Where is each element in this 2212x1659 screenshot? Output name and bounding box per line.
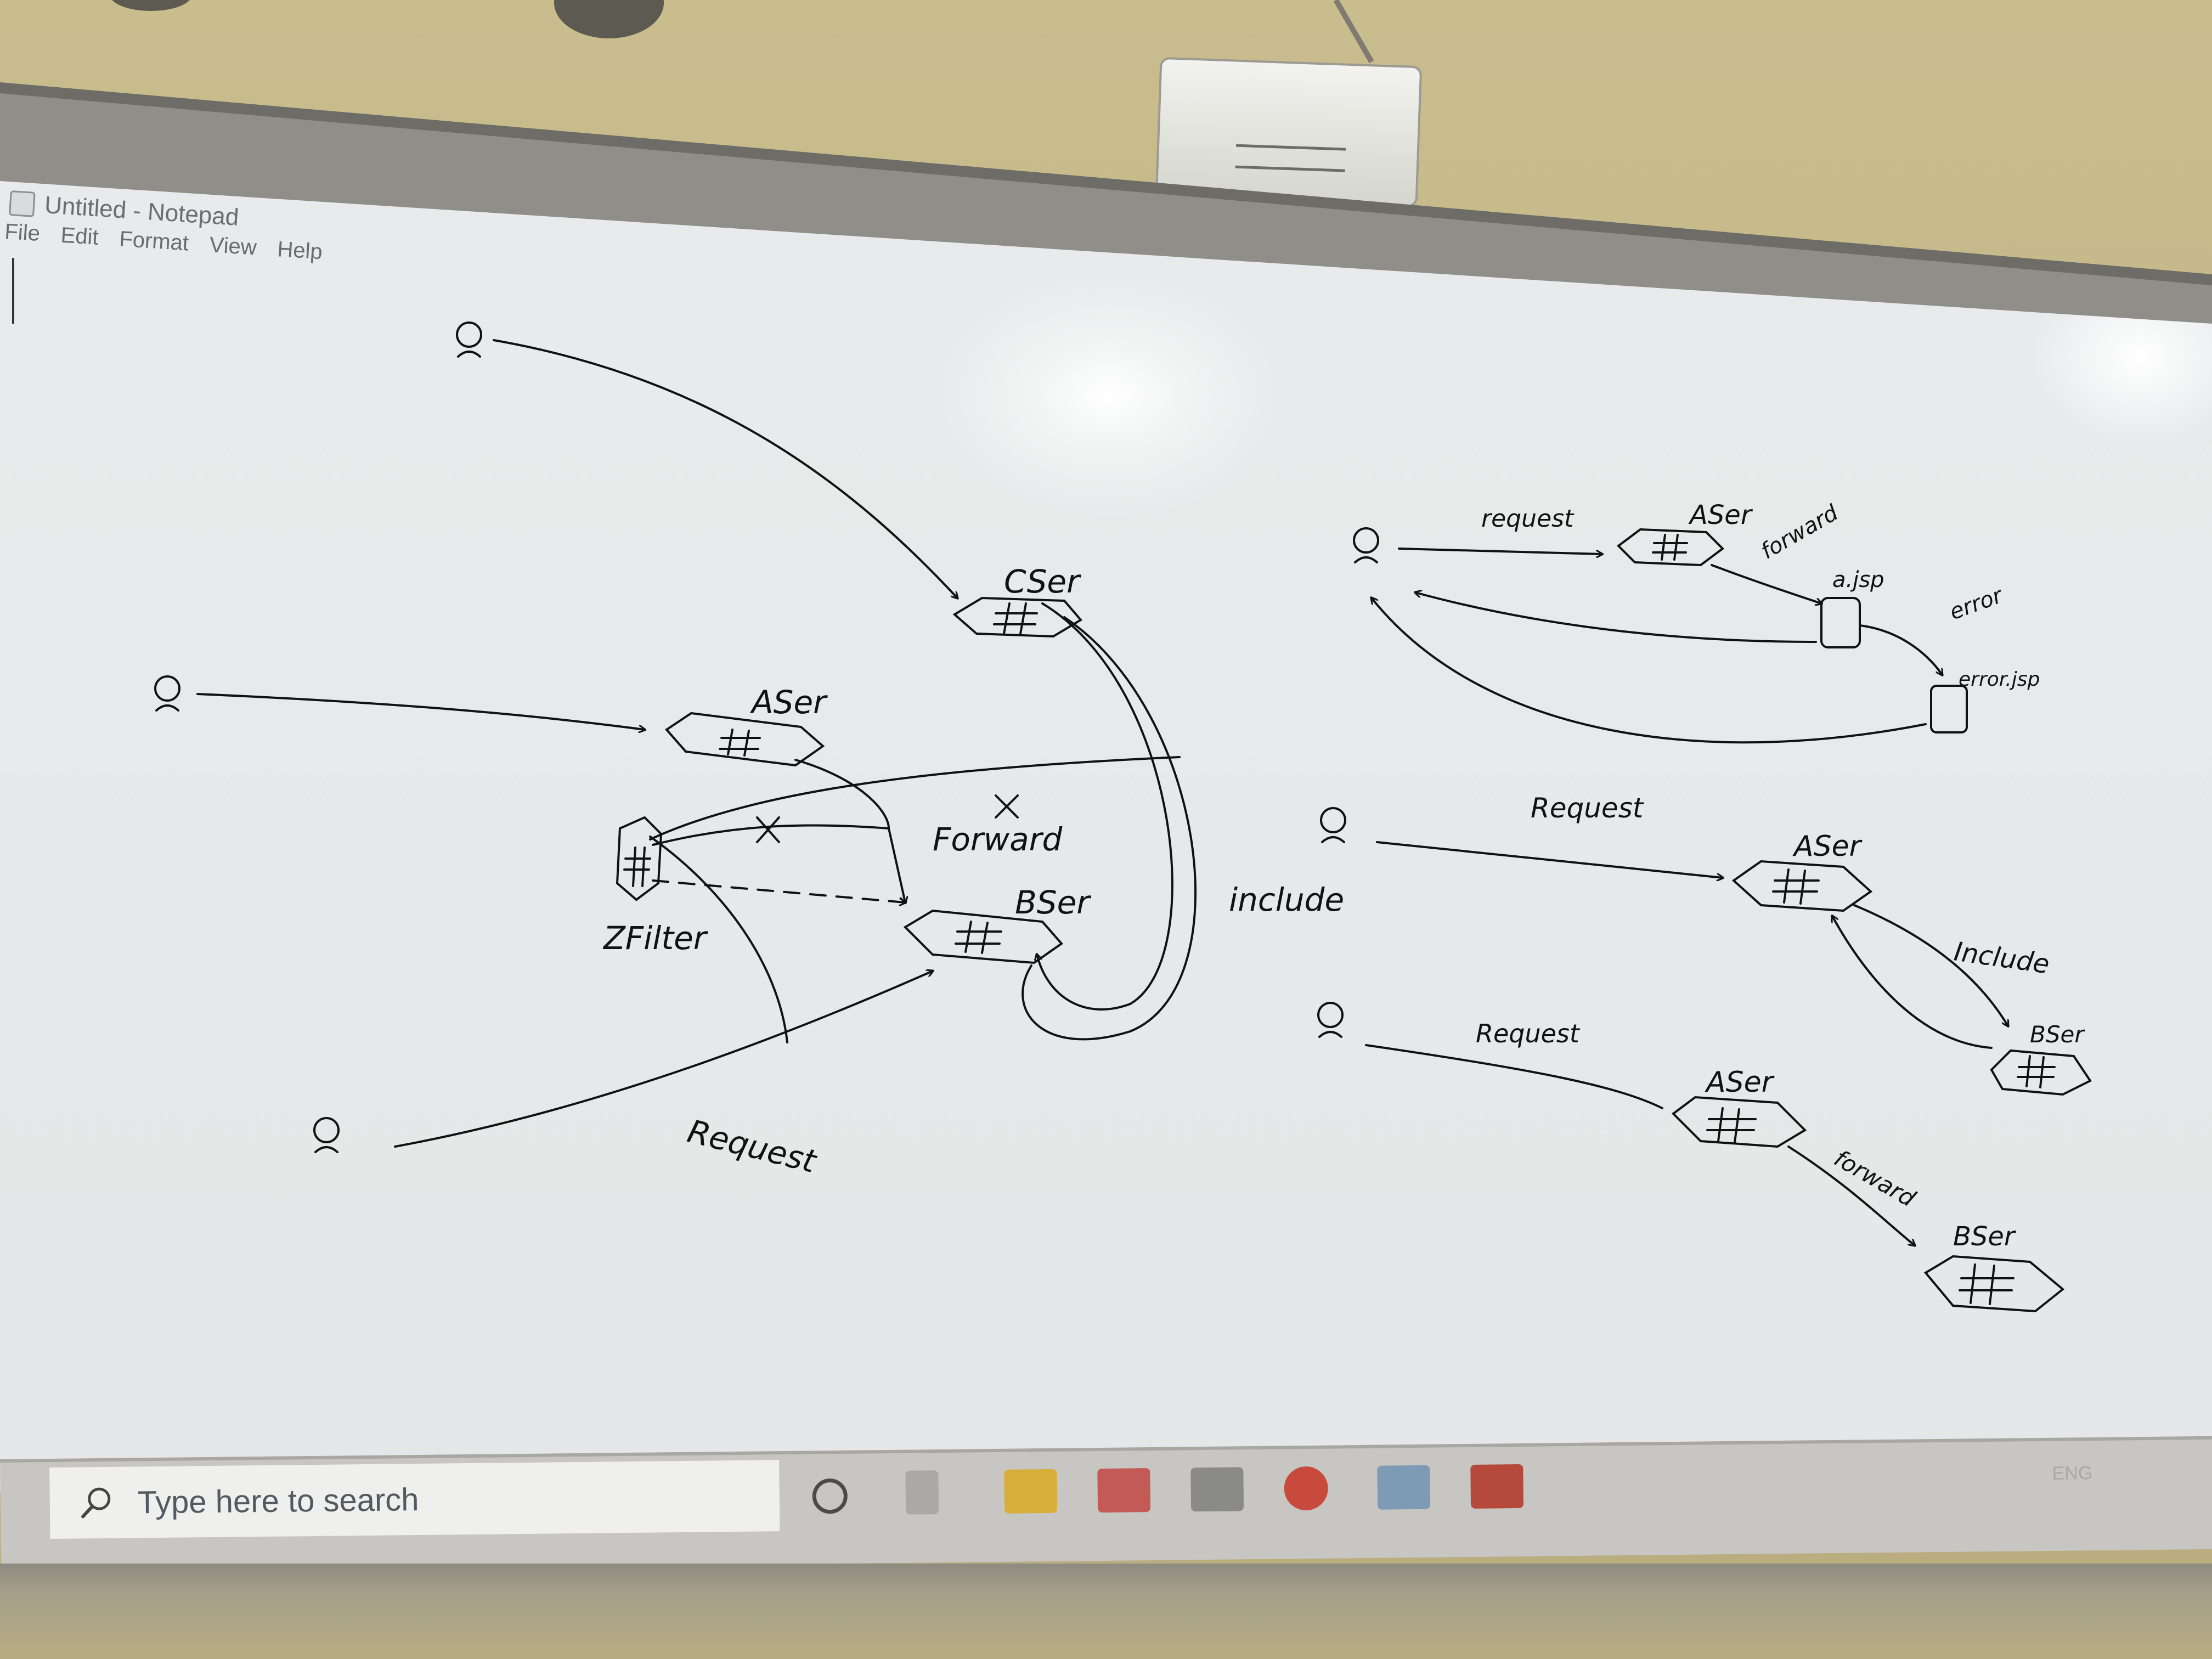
chrome-icon[interactable] [1284,1466,1329,1511]
user-icon [313,1117,340,1153]
tray-language[interactable]: ENG [2052,1463,2093,1484]
cortana-icon[interactable] [812,1478,848,1514]
search-placeholder: Type here to search [137,1481,419,1520]
cser-servlet-icon [952,596,1083,638]
file-explorer-icon[interactable] [1004,1469,1058,1514]
user-icon [456,321,482,358]
label-bser: BSer [2030,1021,2085,1048]
label-forward: forward [1757,500,1843,564]
search-box[interactable]: Type here to search [49,1460,780,1539]
user-icon [1320,807,1346,843]
label-ajsp: a.jsp [1832,567,1884,592]
text-caret [12,258,14,324]
label-error: error [1946,583,2007,625]
label-forward: Forward [933,821,1063,858]
label-request: request [1481,505,1575,533]
windows-taskbar: Type here to search ENG [0,1436,2212,1572]
label-aser: ASer [1688,500,1753,531]
zfilter-icon [616,816,663,901]
label-include: include [1229,881,1344,918]
aser-servlet-icon [664,712,825,767]
label-forward: forward [1830,1144,1920,1212]
window-icon[interactable] [1190,1467,1244,1512]
label-include: Include [1952,936,2051,980]
bser-servlet-icon [903,909,1063,964]
app-icon[interactable] [1097,1468,1151,1513]
whiteboard-tray [0,1564,2212,1659]
label-aser: ASer [749,684,828,721]
user-icon [1353,527,1379,563]
label-cser: CSer [1004,563,1081,600]
search-icon [81,1487,111,1519]
app-icon[interactable] [1470,1464,1524,1509]
label-request: Request [684,1113,821,1181]
label-request: Request [1476,1019,1581,1048]
app-icon[interactable] [1377,1465,1431,1510]
label-errorjsp: error.jsp [1959,668,2040,691]
label-zfilter: ZFilter [602,919,708,957]
ceiling-fixture [110,0,192,11]
task-view-icon[interactable] [905,1470,939,1515]
label-bser: BSer [1015,884,1091,921]
user-icon [154,675,180,712]
label-aser: ASer [1705,1066,1775,1099]
user-icon [1317,1002,1344,1038]
label-aser: ASer [1792,830,1863,863]
label-request: Request [1531,792,1645,824]
label-bser: BSer [1953,1221,2017,1252]
